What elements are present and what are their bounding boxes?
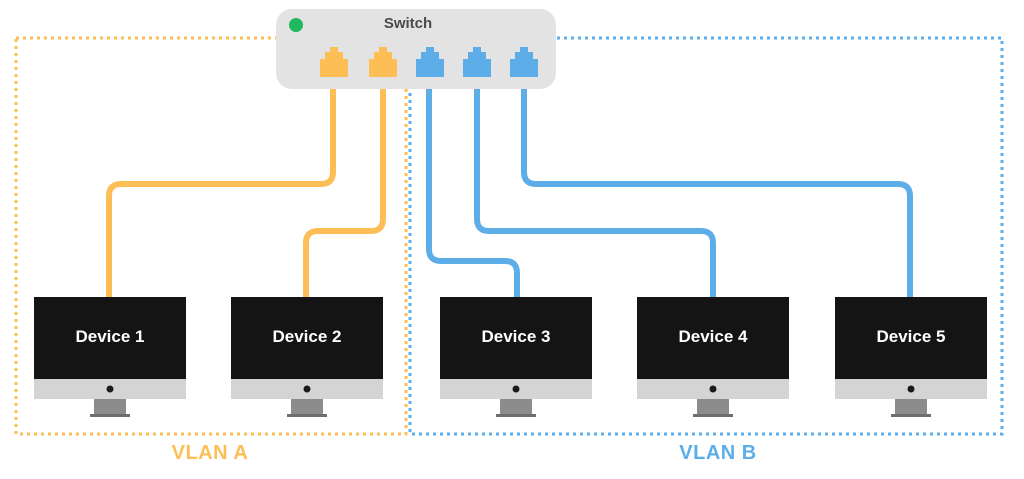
switch-port-4 bbox=[463, 47, 491, 77]
switch-port-2 bbox=[369, 47, 397, 77]
status-led-icon bbox=[289, 18, 303, 32]
device-4-label: Device 4 bbox=[678, 327, 748, 346]
cables bbox=[106, 72, 913, 301]
switch-port-5 bbox=[510, 47, 538, 77]
vlan-a-boundary bbox=[14, 36, 408, 436]
switch bbox=[276, 9, 556, 89]
vlan-b-label: VLAN B bbox=[679, 442, 757, 464]
cable-device-2 bbox=[303, 72, 386, 301]
device-3-label: Device 3 bbox=[481, 327, 551, 346]
switch-port-1 bbox=[320, 47, 348, 77]
switch-port-3 bbox=[416, 47, 444, 77]
device-4 bbox=[637, 297, 789, 417]
vlan-a-label: VLAN A bbox=[171, 442, 249, 464]
switch-label: Switch bbox=[383, 15, 433, 32]
device-5-label: Device 5 bbox=[876, 327, 946, 346]
device-2-label: Device 2 bbox=[272, 327, 342, 346]
cable-device-1 bbox=[106, 72, 336, 301]
device-1 bbox=[34, 297, 186, 417]
device-2 bbox=[231, 297, 383, 417]
power-button-icon bbox=[106, 385, 114, 393]
power-button-icon bbox=[303, 385, 311, 393]
power-button-icon bbox=[709, 385, 717, 393]
device-1-label: Device 1 bbox=[75, 327, 145, 346]
power-button-icon bbox=[907, 385, 915, 393]
cable-device-4 bbox=[474, 72, 716, 301]
cable-device-5 bbox=[521, 72, 913, 301]
power-button-icon bbox=[512, 385, 520, 393]
cable-device-3 bbox=[426, 72, 520, 301]
device-3 bbox=[440, 297, 592, 417]
vlan-b-boundary bbox=[408, 36, 1004, 436]
device-5 bbox=[835, 297, 987, 417]
